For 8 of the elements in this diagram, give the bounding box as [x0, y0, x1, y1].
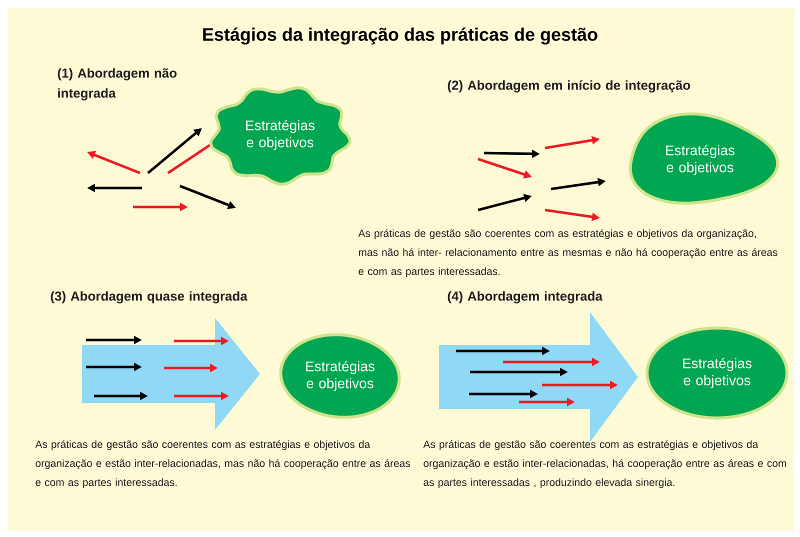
description: As práticas de gestão são coerentes com as estratégias e objetivos da organização, mas não há inter- relacionamento entre as mesmas e não há cooperação entre as áreas e com as partes interessadas.: [358, 229, 778, 278]
description: As práticas de gestão são coerentes com as estratégias e objetivos da organização e estão inter-relacionadas, há cooperação entre as áreas e com as partes interessadas , produzindo elevada sinergia.: [423, 440, 786, 488]
heading: (2) Abordagem em início de integração: [448, 80, 690, 92]
description: As práticas de gestão são coerentes com as estratégias e objetivos da organização e estão inter-relacionadas, mas não há cooperação entre as áreas e com as partes interessadas.: [35, 440, 410, 488]
heading: (4) Abordagem integrada: [448, 291, 603, 304]
title: Estágios da integração das práticas de gestão: [203, 27, 598, 44]
heading: (1) Abordagem não integrada: [58, 68, 177, 100]
heading: (3) Abordagem quase integrada: [50, 291, 248, 304]
